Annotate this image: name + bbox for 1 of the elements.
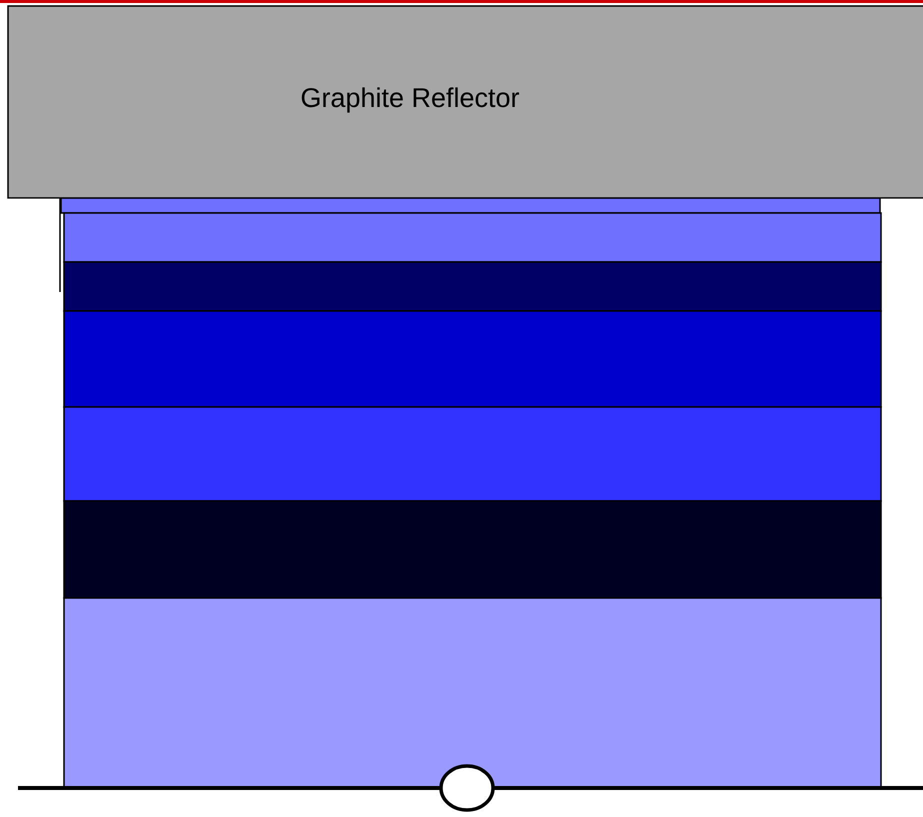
- reflector-box: Graphite Reflector: [7, 5, 923, 199]
